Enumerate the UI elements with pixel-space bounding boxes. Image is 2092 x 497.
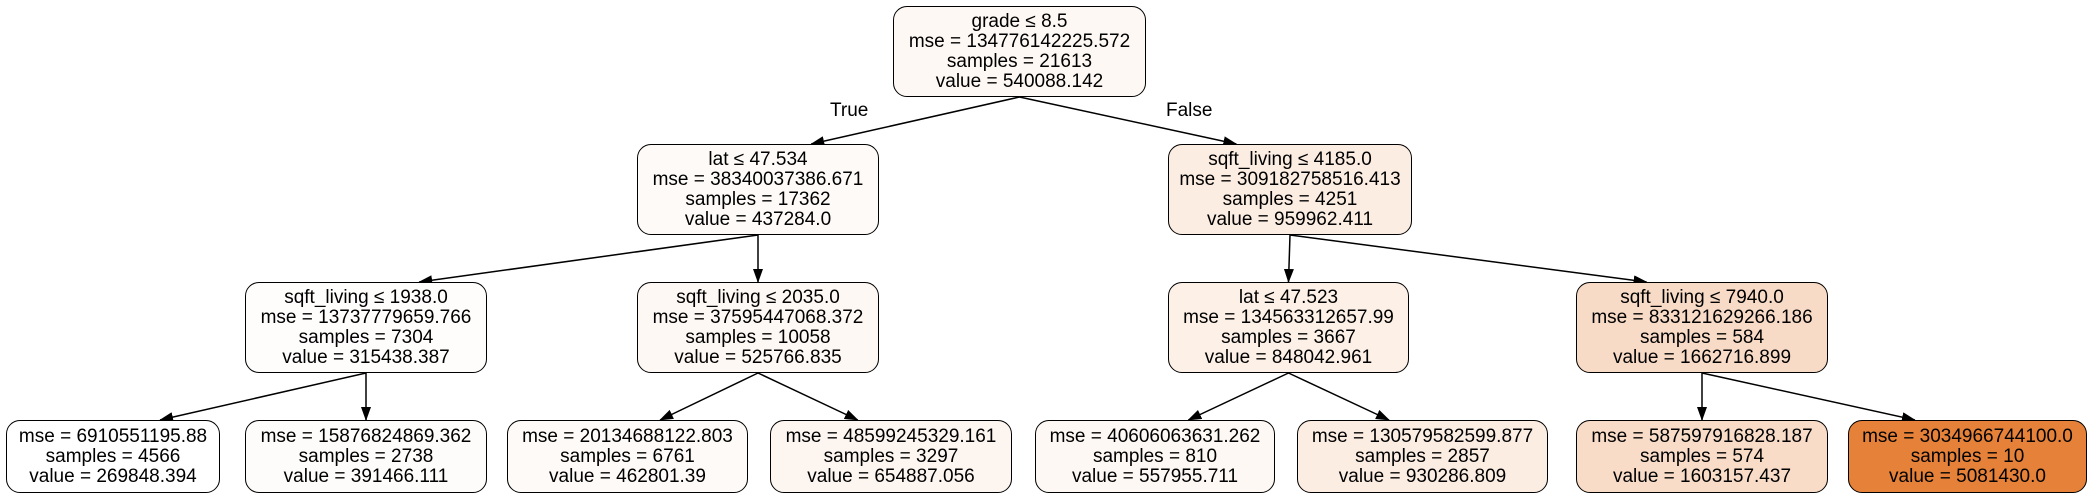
tree-edge xyxy=(810,96,1020,147)
node-samples-text: samples = 4251 xyxy=(1222,188,1358,210)
node-value-text: value = 654887.056 xyxy=(807,465,975,487)
node-samples-text: samples = 574 xyxy=(1639,445,1765,467)
node-samples-text: samples = 3667 xyxy=(1221,326,1356,348)
node-mse-text: mse = 37595447068.372 xyxy=(652,306,864,328)
node-mse-text: mse = 587597916828.187 xyxy=(1591,425,1813,447)
node-mse-text: mse = 48599245329.161 xyxy=(785,425,997,447)
node-mse-text: mse = 40606063631.262 xyxy=(1049,425,1261,447)
node-mse-text: mse = 38340037386.671 xyxy=(652,168,864,190)
node-value-text: value = 391466.111 xyxy=(283,465,449,487)
tree-edge xyxy=(659,372,759,421)
node-mse-text: mse = 130579582599.877 xyxy=(1311,425,1534,447)
node-value-text: value = 315438.387 xyxy=(282,346,450,368)
tree-edge xyxy=(1701,372,1916,423)
node-samples-text: samples = 2738 xyxy=(298,445,434,467)
node-split-text: sqft_living ≤ 4185.0 xyxy=(1208,148,1372,170)
node-value-text: value = 557955.711 xyxy=(1071,465,1239,487)
node-samples-text: samples = 10058 xyxy=(685,326,831,348)
node-split-text: lat ≤ 47.534 xyxy=(708,148,808,170)
node-mse-text: mse = 833121629266.186 xyxy=(1591,306,1813,328)
tree-edge xyxy=(159,372,367,422)
node-value-text: value = 525766.835 xyxy=(674,346,842,368)
node-value-text: value = 5081430.0 xyxy=(1889,465,2046,487)
node-value-text: value = 959962.411 xyxy=(1206,208,1374,230)
node-samples-text: samples = 7304 xyxy=(298,326,434,348)
edge-label-false: False xyxy=(1166,100,1213,121)
node-split-text: sqft_living ≤ 7940.0 xyxy=(1620,286,1784,308)
node-split-text: grade ≤ 8.5 xyxy=(971,10,1068,32)
node-samples-text: samples = 584 xyxy=(1639,326,1765,348)
node-samples-text: samples = 4566 xyxy=(45,445,181,467)
node-value-text: value = 1603157.437 xyxy=(1612,465,1792,487)
tree-edge xyxy=(1019,96,1238,147)
tree-edge xyxy=(1283,234,1294,283)
tree-edge xyxy=(1288,372,1390,421)
edge-label-true: True xyxy=(830,100,869,121)
node-split-text: lat ≤ 47.523 xyxy=(1238,286,1339,308)
tree-edge xyxy=(1289,234,1648,286)
node-samples-text: samples = 2857 xyxy=(1355,445,1490,467)
node-mse-text: mse = 134776142225.572 xyxy=(908,30,1131,52)
node-mse-text: mse = 3034966744100.0 xyxy=(1862,425,2073,447)
node-value-text: value = 269848.394 xyxy=(29,465,197,487)
node-mse-text: mse = 134563312657.99 xyxy=(1183,306,1394,328)
node-samples-text: samples = 810 xyxy=(1092,445,1218,467)
node-samples-text: samples = 3297 xyxy=(823,445,959,467)
node-samples-text: samples = 17362 xyxy=(685,188,831,210)
node-mse-text: mse = 309182758516.413 xyxy=(1179,168,1401,190)
tree-edge xyxy=(1187,372,1289,421)
node-mse-text: mse = 6910551195.88 xyxy=(18,425,208,447)
node-mse-text: mse = 15876824869.362 xyxy=(260,425,472,447)
node-value-text: value = 540088.142 xyxy=(935,70,1104,92)
node-samples-text: samples = 6761 xyxy=(560,445,695,467)
node-value-text: value = 930286.809 xyxy=(1338,465,1507,487)
node-value-text: value = 437284.0 xyxy=(684,208,832,230)
node-samples-text: samples = 10 xyxy=(1910,445,2025,467)
node-mse-text: mse = 13737779659.766 xyxy=(260,306,472,328)
tree-edge xyxy=(757,372,859,421)
node-split-text: sqft_living ≤ 1938.0 xyxy=(284,286,448,308)
node-value-text: value = 462801.39 xyxy=(549,465,706,487)
node-value-text: value = 848042.961 xyxy=(1204,346,1373,368)
node-value-text: value = 1662716.899 xyxy=(1612,346,1792,368)
tree-edge xyxy=(418,234,759,286)
node-mse-text: mse = 20134688122.803 xyxy=(522,425,733,447)
node-samples-text: samples = 21613 xyxy=(946,50,1093,72)
node-split-text: sqft_living ≤ 2035.0 xyxy=(676,286,840,308)
